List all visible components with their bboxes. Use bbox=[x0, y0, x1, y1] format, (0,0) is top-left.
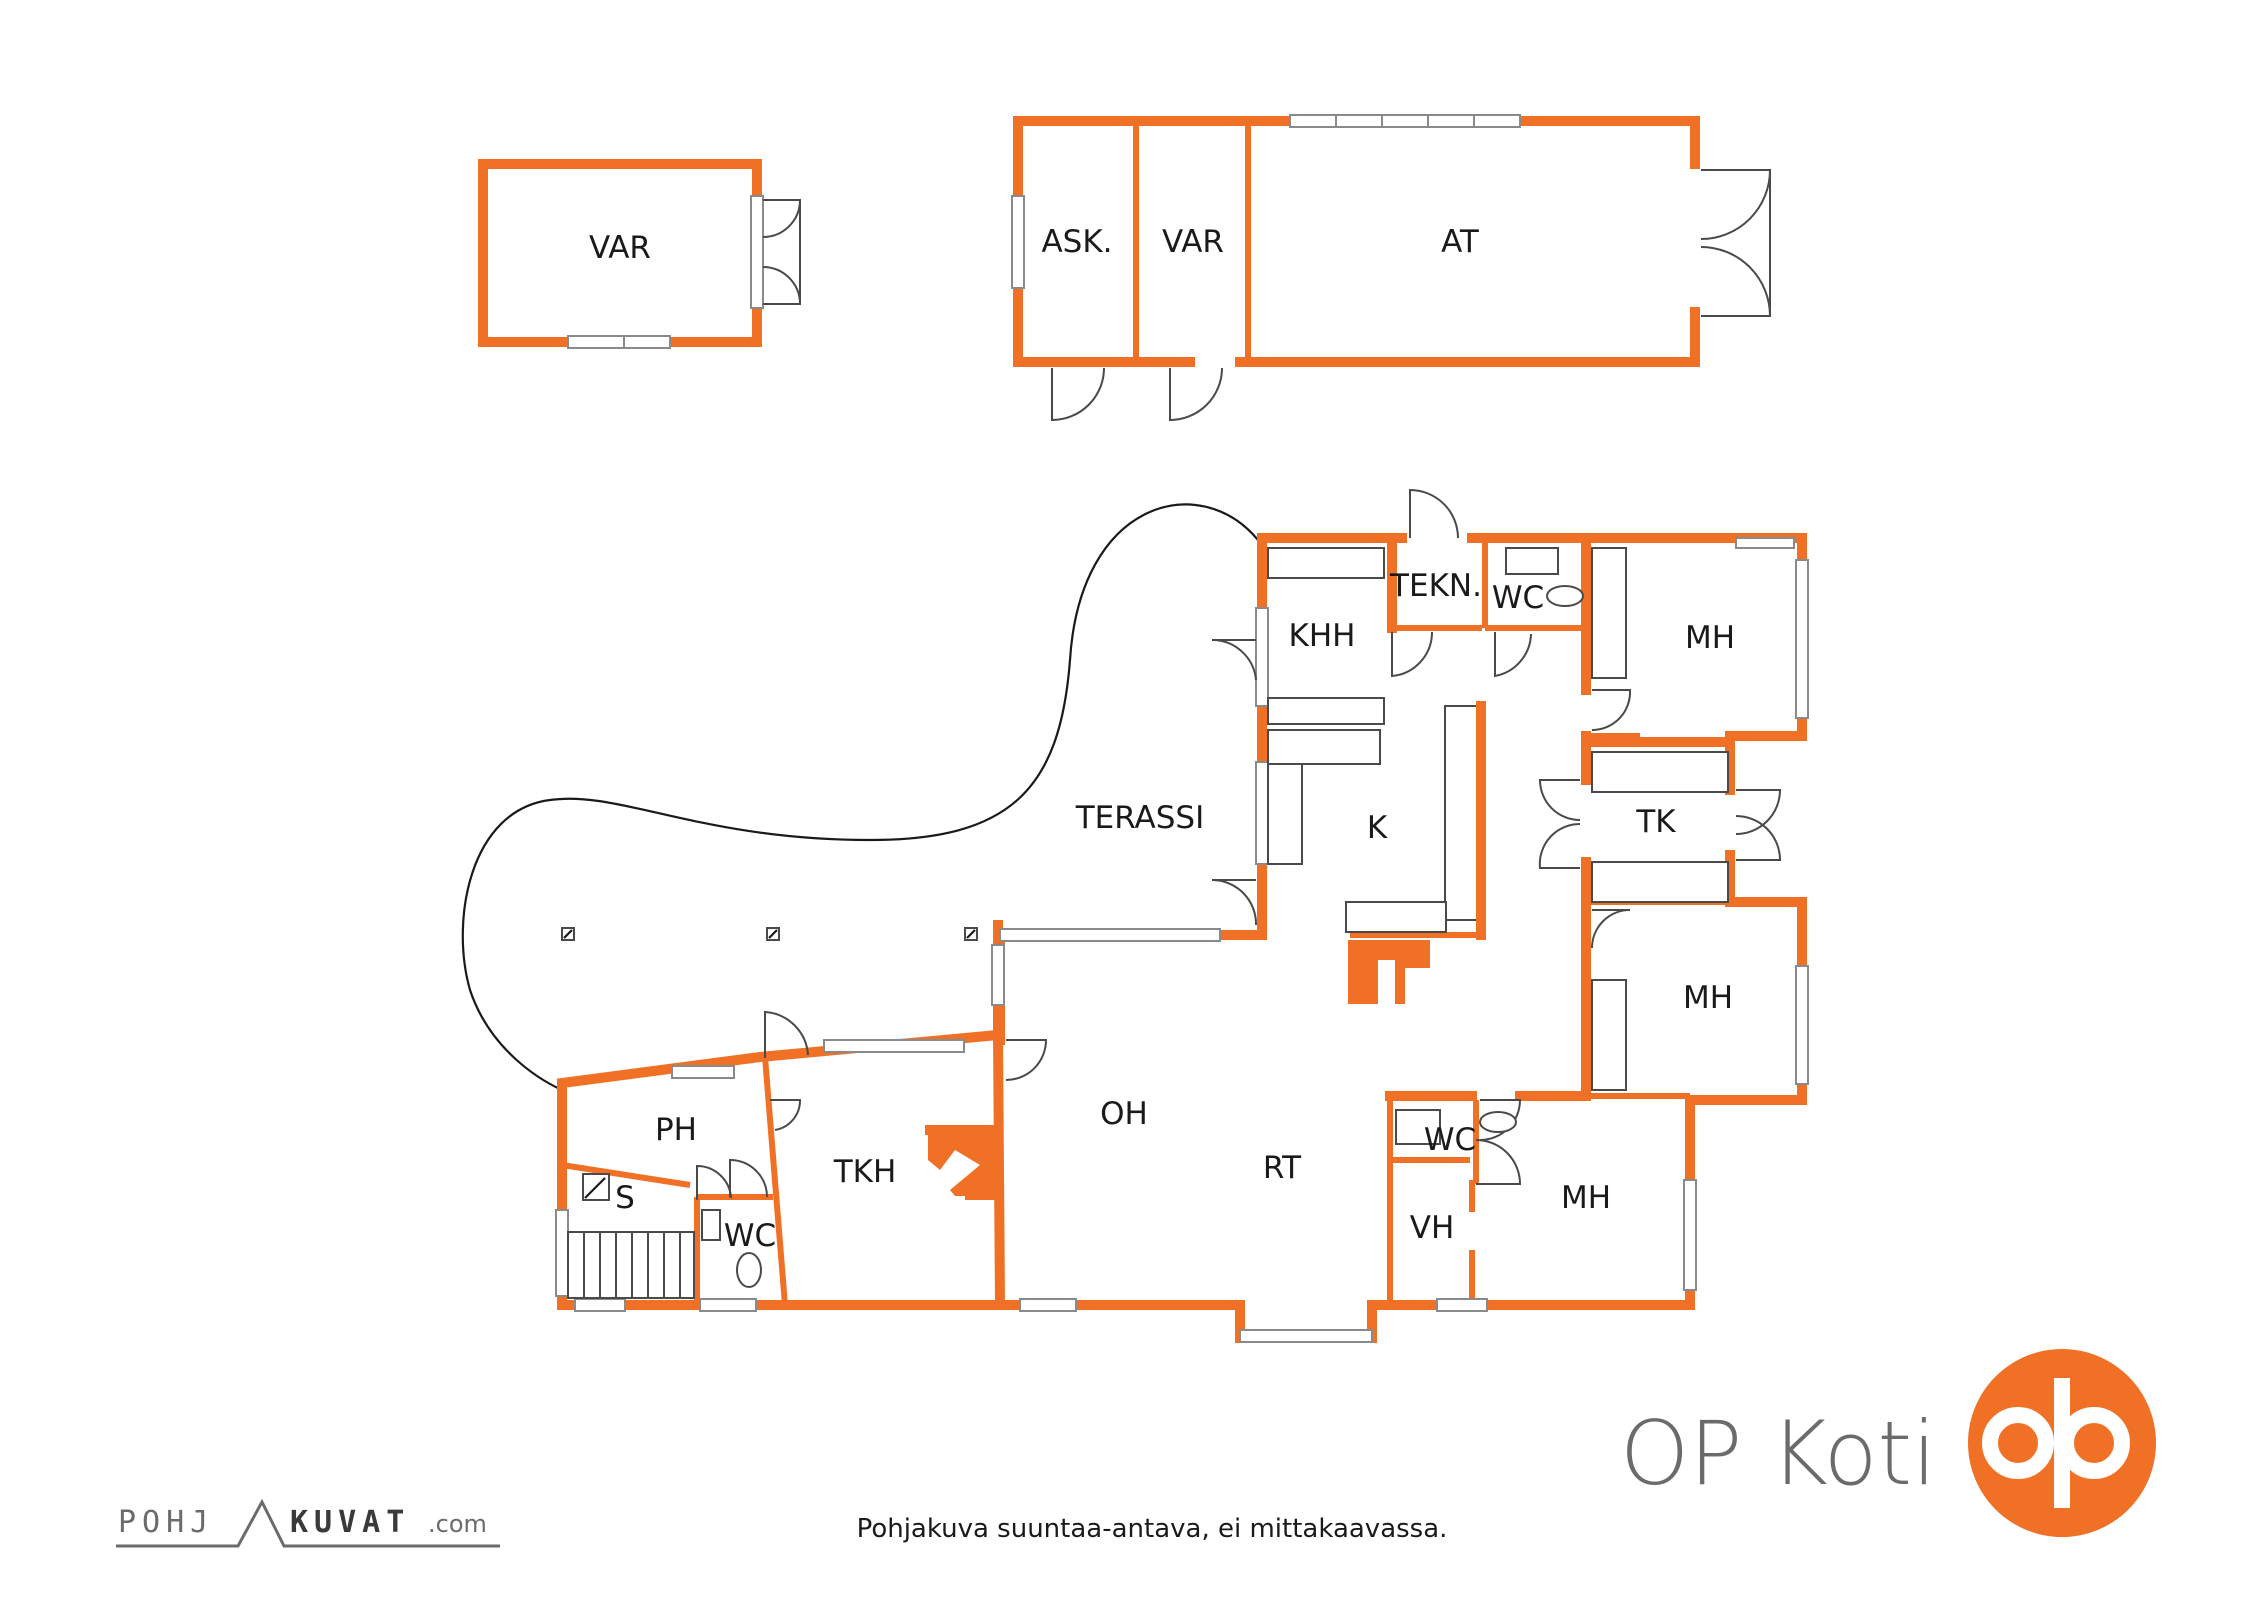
room-label-mh-mid: MH bbox=[1683, 980, 1733, 1016]
room-label-mh-bottom: MH bbox=[1561, 1180, 1611, 1216]
credit-suffix: .com bbox=[428, 1510, 487, 1538]
room-label-ph: PH bbox=[655, 1112, 697, 1148]
disclaimer-caption: Pohjakuva suuntaa-antava, ei mittakaavas… bbox=[857, 1514, 1448, 1544]
pohjakuvat-credit: POHJ KUVAT .com bbox=[116, 1498, 500, 1548]
terrace: TERASSI bbox=[461, 503, 1259, 1092]
room-label-at: AT bbox=[1441, 224, 1480, 260]
room-label-mh-top: MH bbox=[1685, 620, 1735, 656]
credit-logo-mark bbox=[116, 1498, 500, 1548]
outbuilding-small: VAR bbox=[478, 159, 802, 349]
main-house bbox=[555, 488, 1809, 1343]
room-label-rt: RT bbox=[1263, 1150, 1302, 1186]
room-label-var: VAR bbox=[1162, 224, 1224, 260]
room-label-terassi: TERASSI bbox=[1075, 800, 1205, 836]
credit-part2: KUVAT bbox=[290, 1505, 410, 1540]
room-label-ask: ASK. bbox=[1041, 224, 1112, 260]
brand-name: OP Koti bbox=[1620, 1402, 1936, 1505]
room-label-tk: TK bbox=[1635, 804, 1676, 840]
room-label-tekn: TEKN. bbox=[1389, 568, 1482, 604]
room-label-wc-right: WC bbox=[1424, 1122, 1476, 1158]
credit-part1: POHJ bbox=[118, 1505, 214, 1540]
op-logo-icon bbox=[1968, 1349, 2156, 1537]
room-label-s: S bbox=[615, 1180, 635, 1216]
room-label-outbuilding-var: VAR bbox=[589, 230, 651, 266]
room-label-tkh: TKH bbox=[833, 1154, 897, 1190]
main-house-labels: KHH TEKN. WC MH K TK MH OH PH S TKH WC R… bbox=[615, 568, 1735, 1254]
room-label-wc-left: WC bbox=[724, 1218, 776, 1254]
stair bbox=[567, 1231, 695, 1299]
room-label-oh: OH bbox=[1100, 1096, 1148, 1132]
op-koti-brand: OP Koti bbox=[1620, 1349, 2156, 1537]
outbuilding-large: ASK. VAR AT bbox=[1011, 114, 1772, 422]
room-label-k: K bbox=[1367, 810, 1388, 846]
room-label-khh: KHH bbox=[1289, 618, 1356, 654]
room-label-wc-top: WC bbox=[1492, 580, 1544, 616]
room-label-vh: VH bbox=[1410, 1210, 1455, 1246]
